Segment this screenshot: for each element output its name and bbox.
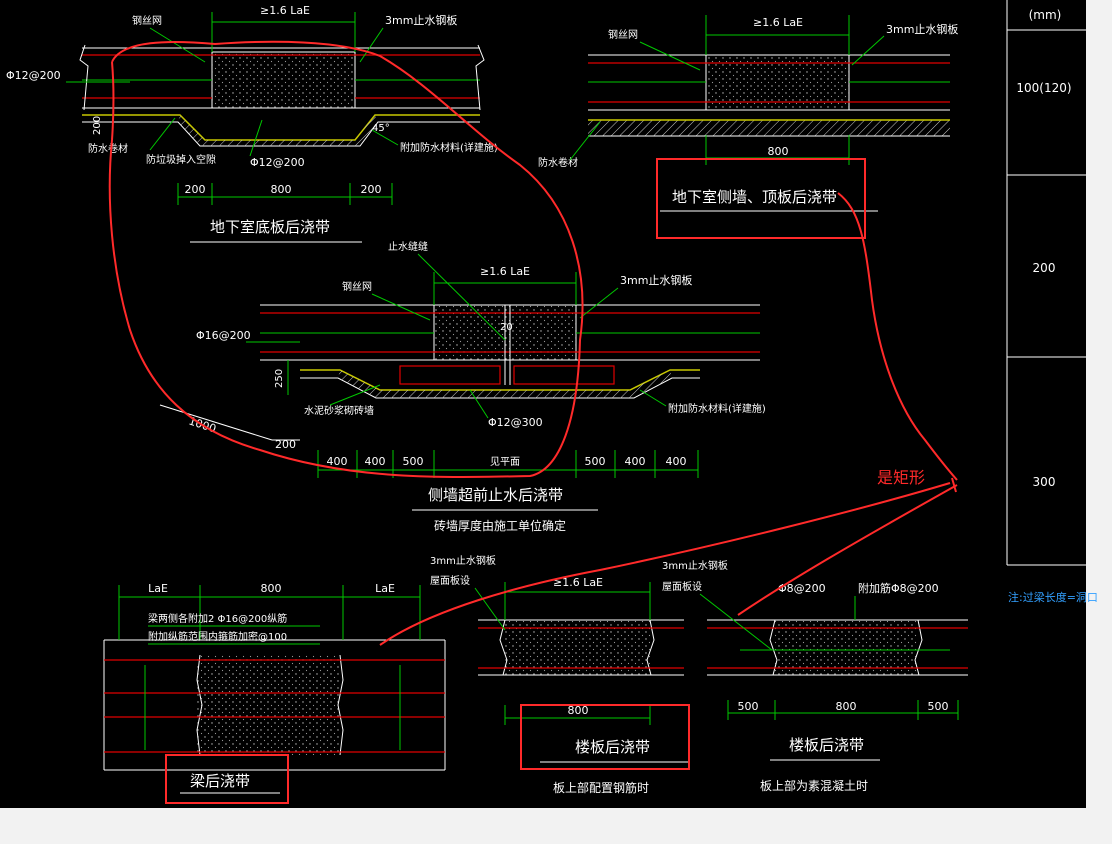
d6-dim-1: 500 xyxy=(738,700,759,713)
d5-slab: 屋面板设 xyxy=(430,574,470,587)
d4-dim-3: LaE xyxy=(375,582,395,595)
d3-dim-3: 500 xyxy=(403,455,424,468)
d1-plate: 3mm止水钢板 xyxy=(385,13,457,27)
table-unit: (mm) xyxy=(1029,8,1062,22)
table-note: 注:过梁长度=洞口 xyxy=(1008,590,1098,604)
annotation-connector-lower xyxy=(737,484,958,616)
d3-mortar-wall: 水泥砂浆砌砖墙 xyxy=(304,404,374,417)
d4-note-1: 梁两侧各附加2 Φ16@200纵筋 xyxy=(148,612,287,625)
d6-plate: 3mm止水钢板 xyxy=(662,559,728,572)
annotation-connector-right xyxy=(837,192,958,481)
d1-angle: 45° xyxy=(372,123,390,134)
d6-subtitle: 板上部为素混凝土时 xyxy=(760,778,868,793)
table-row-1: 100(120) xyxy=(1016,81,1071,95)
d3-dim-2: 400 xyxy=(365,455,386,468)
annotation-box-wall-roof xyxy=(656,158,866,239)
d3-extra-waterproof: 附加防水材料(详建施) xyxy=(668,402,766,415)
d3-subtitle: 砖墙厚度由施工单位确定 xyxy=(434,518,566,533)
d1-debris: 防垃圾掉入空隙 xyxy=(146,153,216,166)
d1-waterproof: 防水卷材 xyxy=(88,142,128,155)
annotation-box-beam xyxy=(165,754,289,804)
d6-dim-3: 500 xyxy=(928,700,949,713)
diagram-basement-wall-roof: ≥1.6 LaE 钢丝网 3mm止水钢板 防水卷材 800 地下室侧墙、顶板后浇… xyxy=(538,15,958,212)
annotation-box-floor xyxy=(520,704,690,770)
d5-subtitle: 板上部配置钢筋时 xyxy=(553,780,649,795)
d2-dim: 800 xyxy=(768,145,789,158)
d2-la: ≥1.6 LaE xyxy=(753,16,803,29)
d3-plate: 3mm止水钢板 xyxy=(620,273,692,287)
d1-la: ≥1.6 LaE xyxy=(260,4,310,17)
d1-dim-2: 800 xyxy=(271,183,292,196)
d4-note-2: 附加纵筋范围内箍筋加密@100 xyxy=(148,630,287,643)
d1-thickness: 200 xyxy=(92,116,103,135)
diagram-floor-slab-rebar: ≥1.6 LaE 3mm止水钢板 屋面板设 800 楼板后浇带 板上部配置钢筋时 xyxy=(430,554,690,795)
d3-gap: 20 xyxy=(500,322,513,333)
d3-la: ≥1.6 LaE xyxy=(480,265,530,278)
d3-dim-6: 400 xyxy=(625,455,646,468)
d3-dim-4: 见平面 xyxy=(490,456,520,468)
d5-plate: 3mm止水钢板 xyxy=(430,554,496,567)
d6-dim-2: 800 xyxy=(836,700,857,713)
d3-wire-mesh: 钢丝网 xyxy=(342,280,372,293)
d6-rebar-2: 附加筋Φ8@200 xyxy=(858,581,939,595)
table-row-2: 200 xyxy=(1033,261,1056,275)
diagram-beam: LaE 800 LaE 梁两侧各附加2 Φ16@200纵筋 附加纵筋范围内箍筋加… xyxy=(103,582,446,794)
d2-plate: 3mm止水钢板 xyxy=(886,22,958,36)
annotation-layer xyxy=(108,40,958,804)
d2-title: 地下室侧墙、顶板后浇带 xyxy=(672,188,837,206)
d1-wire-mesh: 钢丝网 xyxy=(132,14,162,27)
d4-dim-1: LaE xyxy=(148,582,168,595)
d1-dim-3: 200 xyxy=(361,183,382,196)
d5-dim: 800 xyxy=(568,704,589,717)
d6-slab: 屋面板设 xyxy=(662,580,702,593)
d3-200: 200 xyxy=(275,438,296,451)
d1-rebar: Φ12@200 xyxy=(6,69,61,82)
annotation-text: 是矩形 xyxy=(877,468,925,487)
d3-dim-7: 400 xyxy=(666,455,687,468)
d5-la: ≥1.6 LaE xyxy=(553,576,603,589)
d1-extra-waterproof: 附加防水材料(详建施) xyxy=(400,141,498,154)
d6-rebar-1: Φ8@200 xyxy=(778,582,826,595)
table-row-3: 300 xyxy=(1033,475,1056,489)
annotation-tick xyxy=(951,477,957,493)
d3-rebar: Φ16@200 xyxy=(196,329,251,342)
annotation-freehand-loop xyxy=(108,40,584,478)
d3-joint: 止水缝缝 xyxy=(388,240,428,253)
d1-dim-1: 200 xyxy=(185,183,206,196)
d2-waterproof: 防水卷材 xyxy=(538,156,578,169)
d3-title: 侧墙超前止水后浇带 xyxy=(428,486,563,504)
d3-height: 250 xyxy=(274,369,285,388)
right-table: (mm) 100(120) 200 300 注:过梁长度=洞口 xyxy=(1006,0,1098,604)
diagram-basement-floor-slab: ≥1.6 LaE 钢丝网 3mm止水钢板 Φ12@200 200 防水卷材 防垃… xyxy=(6,4,498,243)
d6-title: 楼板后浇带 xyxy=(789,736,864,754)
diagram-floor-slab-plain: 3mm止水钢板 屋面板设 Φ8@200 附加筋Φ8@200 500 800 50… xyxy=(662,559,968,793)
d5-title: 楼板后浇带 xyxy=(575,738,650,756)
annotation-connector-curve xyxy=(379,482,951,646)
d1-bottom-rebar: Φ12@200 xyxy=(250,156,305,169)
d3-bottom-rebar: Φ12@300 xyxy=(488,416,543,429)
d2-wire-mesh: 钢丝网 xyxy=(608,28,638,41)
d4-title: 梁后浇带 xyxy=(190,772,250,790)
d4-dim-2: 800 xyxy=(261,582,282,595)
d1-title: 地下室底板后浇带 xyxy=(210,218,330,236)
d3-dim-5: 500 xyxy=(585,455,606,468)
d3-dim-1: 400 xyxy=(327,455,348,468)
diagram-wall-advance-waterstop: ≥1.6 LaE 止水缝缝 钢丝网 3mm止水钢板 Φ16@200 20 250… xyxy=(159,240,766,533)
